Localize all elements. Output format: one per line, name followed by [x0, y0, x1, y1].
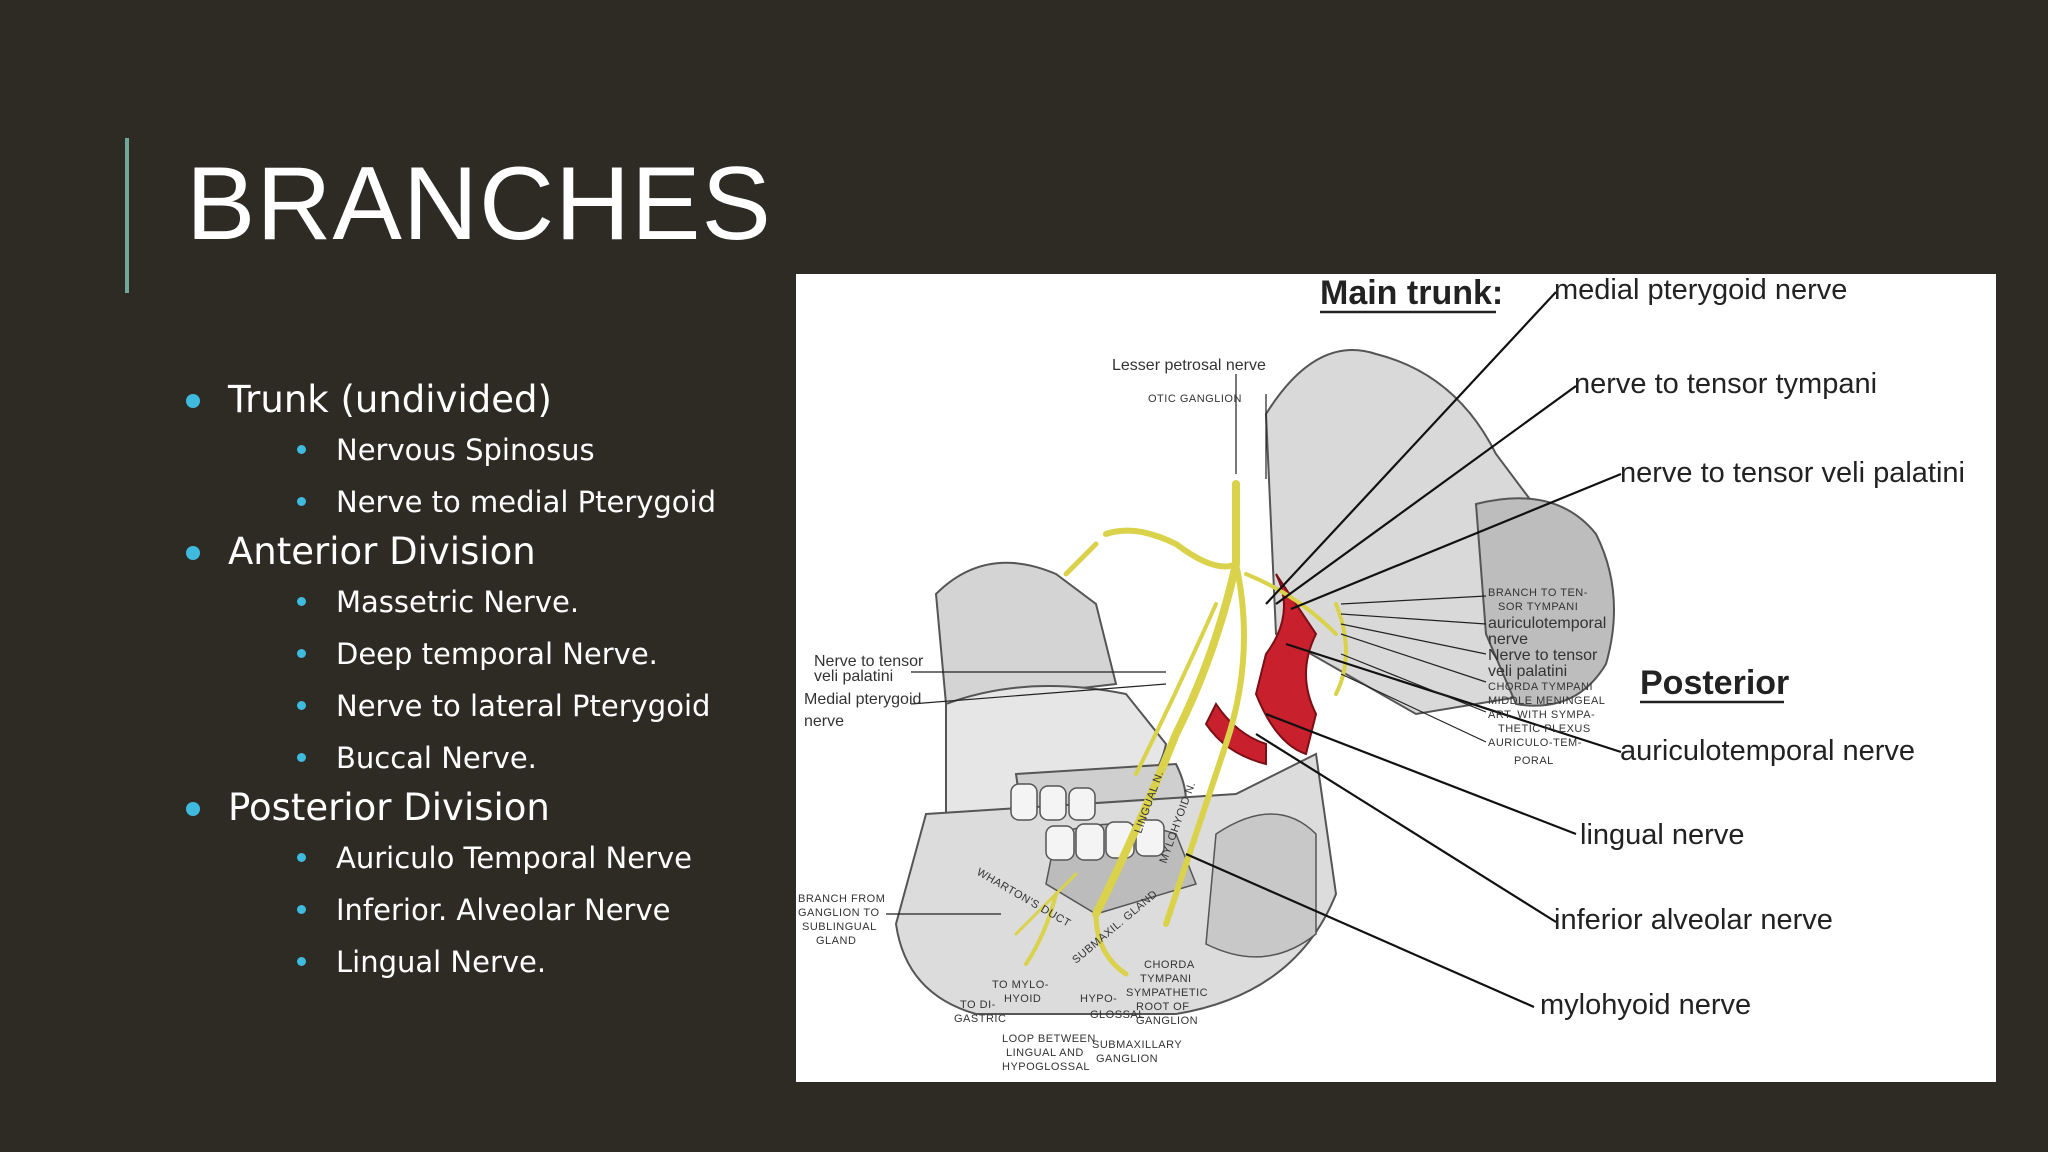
bullet-dot — [186, 802, 200, 816]
label-lingual-nerve: lingual nerve — [1580, 819, 1744, 851]
label-to-mylohyoid-1: TO MYLO- — [992, 979, 1049, 991]
label-to-mylohyoid-2: HYOID — [1004, 993, 1041, 1005]
sub-bullet: Nervous Spinosus — [180, 432, 780, 468]
sub-bullet: Lingual Nerve. — [180, 944, 780, 980]
label-inferior-alveolar-nerve: inferior alveolar nerve — [1554, 904, 1833, 936]
label-submaxillary-1: SUBMAXILLARY — [1092, 1039, 1182, 1051]
label-middle-meningeal-3: THETIC PLEXUS — [1498, 723, 1591, 735]
nerve-illustration — [1014, 480, 1348, 977]
slide-title: BRANCHES — [186, 146, 772, 262]
label-loop-1: LOOP BETWEEN — [1002, 1033, 1096, 1045]
label-branch-tensor-1: BRANCH TO TEN- — [1488, 587, 1588, 599]
label-mylohyoid-nerve: mylohyoid nerve — [1540, 989, 1751, 1021]
label-hypoglossal-2: GLOSSAL — [1090, 1009, 1145, 1021]
skull-illustration — [894, 349, 1615, 1015]
sub-bullet: Deep temporal Nerve. — [180, 636, 780, 672]
label-auriculo-tem-2: PORAL — [1514, 755, 1554, 767]
label-branch-ganglion-2: GANGLION TO — [798, 907, 880, 919]
label-middle-meningeal-1: MIDDLE MENINGEAL — [1488, 695, 1605, 707]
label-nerve-tensor-small-1: Nerve to tensor — [1488, 647, 1598, 664]
bullet-trunk: Trunk (undivided) — [180, 378, 780, 422]
label-otic-ganglion: OTIC GANGLION — [1148, 393, 1242, 405]
label-middle-meningeal-2: ART. WITH SYMPA- — [1488, 709, 1595, 721]
label-branch-tensor-2: SOR TYMPANI — [1498, 601, 1578, 613]
label-nerve-tensor-small-2: veli palatini — [1488, 663, 1567, 680]
bullet-dot — [297, 497, 306, 506]
sub-bullet: Buccal Nerve. — [180, 740, 780, 776]
label-auriculotemporal-nerve: auriculotemporal nerve — [1620, 735, 1915, 767]
label-loop-2: LINGUAL AND — [1006, 1047, 1084, 1059]
label-nerve-to-tensor-tympani: nerve to tensor tympani — [1574, 368, 1877, 400]
label-nerve-to-tensor-veli-palatini: nerve to tensor veli palatini — [1620, 457, 1965, 489]
bullet-dot — [297, 701, 306, 710]
sub-bullet: Nerve to lateral Pterygoid — [180, 688, 780, 724]
bullet-dot — [297, 853, 306, 862]
bullet-dot — [297, 597, 306, 606]
bullet-anterior-division: Anterior Division — [180, 530, 780, 574]
label-medial-pterygoid-left-1: Medial pterygoid — [804, 691, 921, 708]
leader-lines — [1185, 291, 1622, 1009]
label-auriculo-tem-1: AURICULO-TEM- — [1488, 737, 1582, 749]
sub-bullet: Massetric Nerve. — [180, 584, 780, 620]
bullet-dot — [297, 957, 306, 966]
label-chorda-root-2: TYMPANI — [1140, 973, 1192, 985]
label-medial-pterygoid-nerve: medial pterygoid nerve — [1554, 274, 1847, 306]
bullet-posterior-division: Posterior Division — [180, 786, 780, 830]
bullet-dot — [186, 546, 200, 560]
label-to-digastric-1: TO DI- — [960, 999, 996, 1011]
bullet-dot — [297, 445, 306, 454]
mandibular-nerve-illustration: Main trunk: medial pterygoid nerve nerve… — [798, 274, 1965, 1073]
label-chorda-tympani: CHORDA TYMPANI — [1488, 681, 1593, 693]
bullet-list: Trunk (undivided) Nervous Spinosus Nerve… — [180, 378, 780, 990]
label-lesser-petrosal-nerve: Lesser petrosal nerve — [1112, 357, 1266, 374]
sub-bullet: Inferior. Alveolar Nerve — [180, 892, 780, 928]
label-chorda-root-5: GANGLION — [1136, 1015, 1198, 1027]
label-chorda-root-4: ROOT OF — [1136, 1001, 1189, 1013]
label-branch-ganglion-4: GLAND — [816, 935, 856, 947]
label-chorda-root-1: CHORDA — [1144, 959, 1195, 971]
label-branch-ganglion-3: SUBLINGUAL — [802, 921, 877, 933]
bullet-dot — [297, 753, 306, 762]
bullet-dot — [297, 649, 306, 658]
small-leader-lines — [886, 374, 1487, 915]
label-nerve-to-tensor-left-2: veli palatini — [814, 668, 893, 685]
posterior-heading: Posterior — [1640, 664, 1789, 702]
bullet-dot — [297, 905, 306, 914]
label-auriculotemporal-small-1: auriculotemporal — [1488, 615, 1606, 632]
label-hypoglossal-1: HYPO- — [1080, 993, 1117, 1005]
label-branch-ganglion-1: BRANCH FROM — [798, 893, 885, 905]
anatomy-diagram: Main trunk: medial pterygoid nerve nerve… — [796, 274, 1996, 1082]
label-auriculotemporal-small-2: nerve — [1488, 631, 1528, 648]
label-to-digastric-2: GASTRIC — [954, 1013, 1006, 1025]
label-chorda-root-3: SYMPATHETIC — [1126, 987, 1208, 999]
sub-bullet: Auriculo Temporal Nerve — [180, 840, 780, 876]
label-submaxillary-2: GANGLION — [1096, 1053, 1158, 1065]
title-accent-bar — [125, 138, 129, 293]
label-medial-pterygoid-left-2: nerve — [804, 713, 844, 730]
label-loop-3: HYPOGLOSSAL — [1002, 1061, 1090, 1073]
main-trunk-heading: Main trunk: — [1320, 274, 1503, 312]
bullet-dot — [186, 394, 200, 408]
sub-bullet: Nerve to medial Pterygoid — [180, 484, 780, 520]
label-nerve-to-tensor-left-1: Nerve to tensor — [814, 653, 924, 670]
